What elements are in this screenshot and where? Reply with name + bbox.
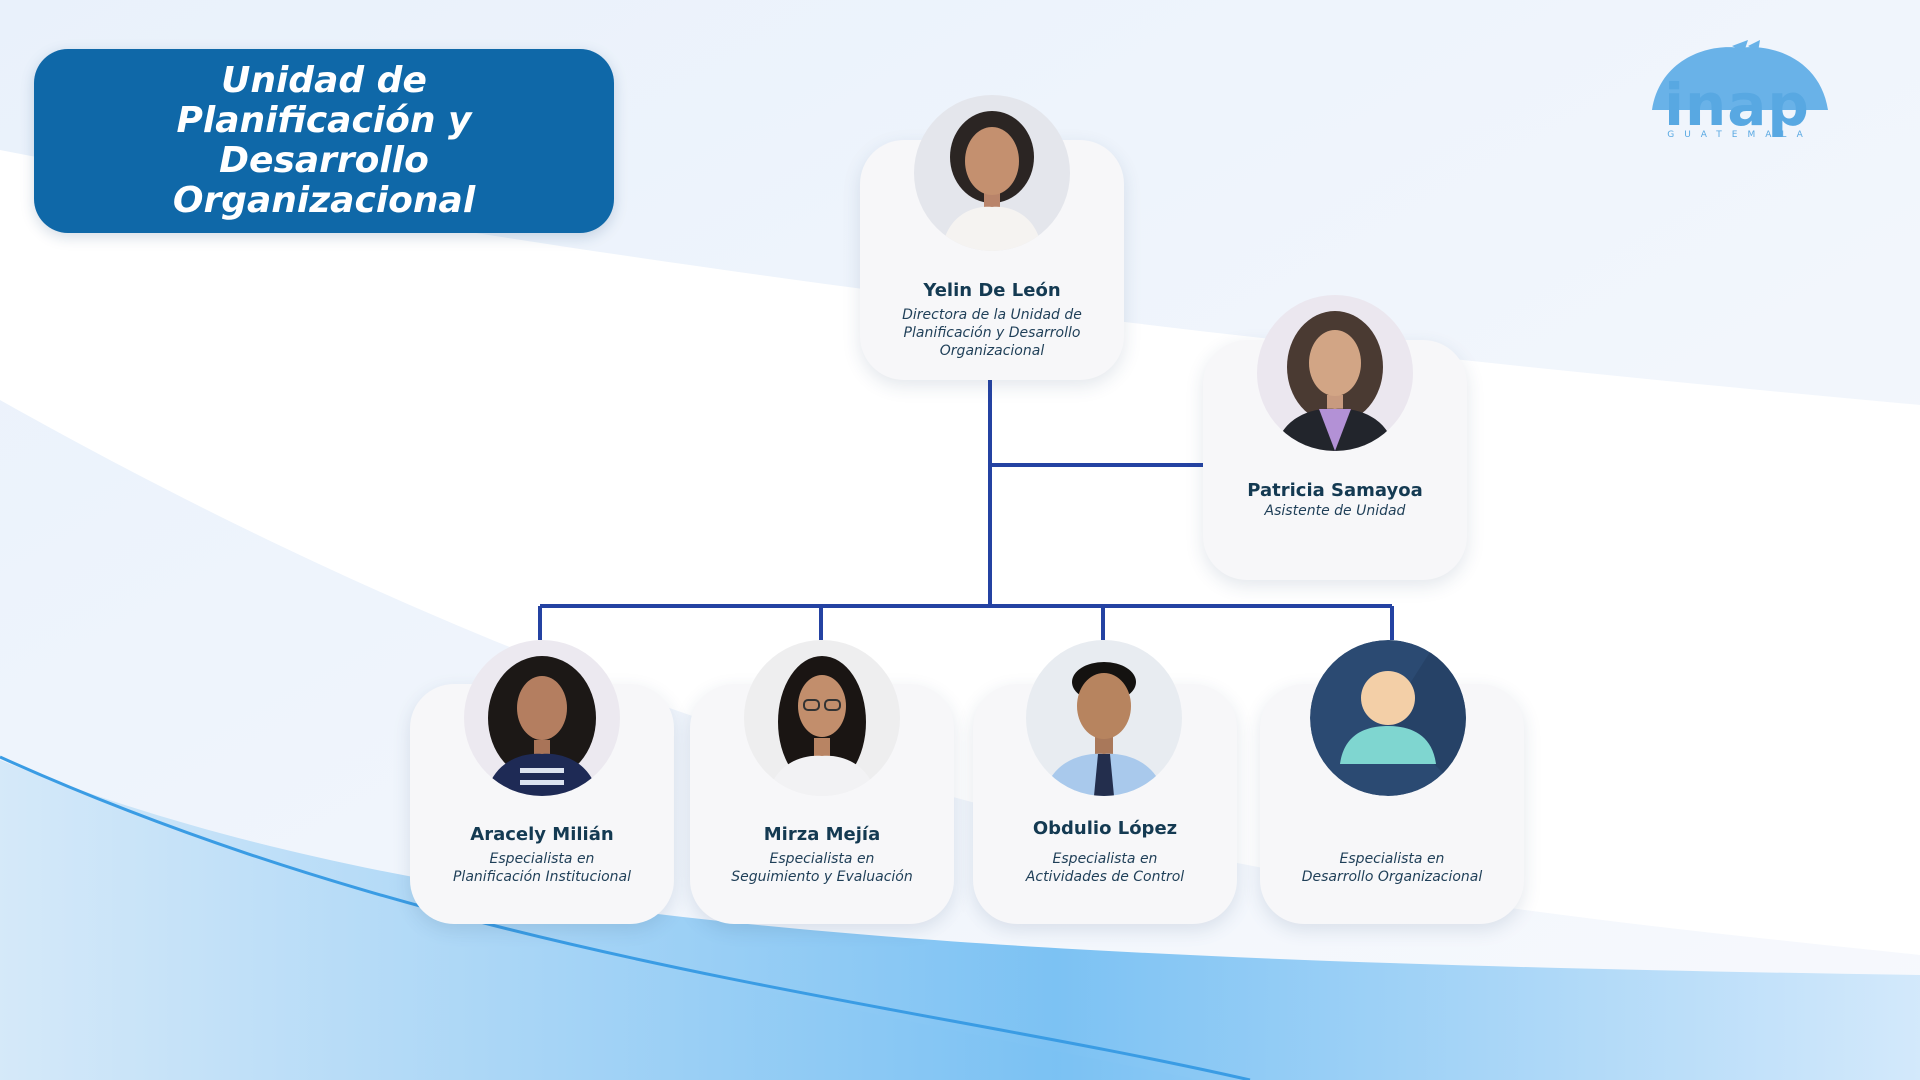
director-photo	[914, 95, 1070, 251]
user-placeholder-icon	[1310, 640, 1466, 796]
specialist-2-photo	[744, 640, 900, 796]
assistant-name: Patricia Samayoa	[1247, 480, 1423, 501]
specialist-1-name: Aracely Milián	[470, 824, 614, 845]
specialist-3-photo	[1026, 640, 1182, 796]
specialist-1-photo	[464, 640, 620, 796]
specialist-3-role: Especialista en Actividades de Control	[1025, 851, 1185, 885]
specialist-2-role: Especialista en Seguimiento y Evaluación	[731, 851, 913, 885]
assistant-photo	[1257, 295, 1413, 451]
specialist-4-role: Especialista en Desarrollo Organizaciona…	[1301, 851, 1483, 885]
director-name: Yelin De León	[923, 280, 1061, 301]
assistant-role: Asistente de Unidad	[1264, 503, 1406, 519]
assistant-card: Patricia Samayoa Asistente de Unidad	[1203, 340, 1467, 580]
unit-title-box: Unidad de Planificación y Desarrollo Org…	[34, 49, 614, 233]
director-role: Directora de la Unidad de Planificación …	[902, 307, 1082, 359]
inap-logo: inap GUATEMALA	[1640, 38, 1840, 148]
unit-title: Unidad de Planificación y Desarrollo Org…	[172, 60, 476, 221]
logo-arch-icon	[1652, 40, 1828, 110]
logo-subtitle: GUATEMALA	[1667, 130, 1813, 140]
specialist-1-role: Especialista en Planificación Institucio…	[452, 851, 631, 885]
specialist-2-name: Mirza Mejía	[763, 824, 881, 845]
specialist-3-name: Obdulio López	[1032, 818, 1178, 839]
logo-wordmark: inap	[1664, 71, 1810, 139]
